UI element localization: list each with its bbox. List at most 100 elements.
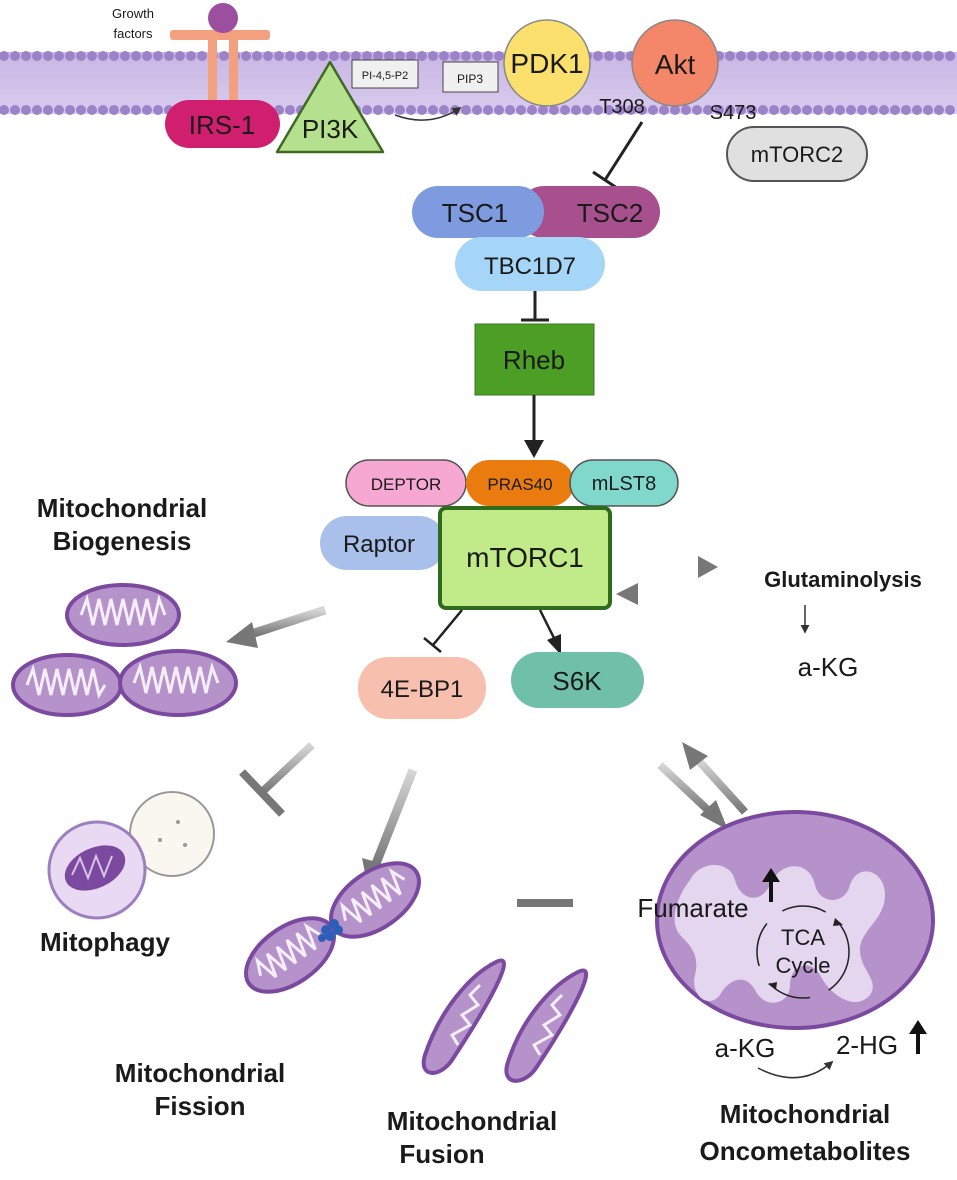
membrane-lipid-head — [747, 105, 757, 115]
membrane-lipid-head — [87, 105, 97, 115]
fumarate-increase-arrow-icon — [762, 868, 780, 902]
tsc2-label: TSC2 — [577, 198, 643, 228]
biogenesis-arrow — [226, 605, 327, 648]
fumarate-label: Fumarate — [637, 893, 748, 923]
membrane-lipid-head — [615, 51, 625, 61]
irs1-node: IRS-1 — [165, 100, 280, 148]
mtorc1-label: mTORC1 — [466, 542, 584, 573]
membrane-lipid-head — [65, 51, 75, 61]
mtorc1-node: mTORC1 — [438, 506, 612, 610]
membrane-lipid-head — [648, 105, 658, 115]
membrane-lipid-head — [241, 51, 251, 61]
membrane-lipid-head — [714, 105, 724, 115]
membrane-lipid-head — [43, 105, 53, 115]
tbc1d7-node: TBC1D7 — [455, 237, 605, 291]
deptor-label: DEPTOR — [371, 475, 442, 494]
membrane-lipid-head — [593, 105, 603, 115]
membrane-lipid-head — [285, 105, 295, 115]
tsc2-node: TSC2 — [518, 186, 660, 238]
akg-top-label: a-KG — [798, 652, 859, 682]
membrane-lipid-head — [835, 51, 845, 61]
membrane-lipid-head — [846, 105, 856, 115]
fission-mitochondria-icon — [244, 861, 421, 994]
membrane-lipid-head — [494, 105, 504, 115]
deptor-node: DEPTOR — [345, 459, 467, 507]
membrane-lipid-head — [362, 105, 372, 115]
membrane-lipid-head — [131, 105, 141, 115]
membrane-lipid-head — [175, 51, 185, 61]
membrane-lipid-head — [131, 51, 141, 61]
pip2-label: PI-4,5-P2 — [362, 70, 408, 82]
membrane-lipid-head — [0, 51, 9, 61]
oncometabolites-mitochondrion-icon — [655, 810, 935, 1030]
rheb-node: Rheb — [474, 323, 595, 396]
membrane-lipid-head — [362, 51, 372, 61]
membrane-lipid-head — [857, 105, 867, 115]
growth-factors-label: Growth — [112, 6, 154, 21]
membrane-lipid-head — [428, 105, 438, 115]
membrane-lipid-head — [912, 51, 922, 61]
fission-label-2: Fission — [154, 1091, 245, 1121]
membrane-lipid-head — [879, 51, 889, 61]
membrane-lipid-head — [32, 51, 42, 61]
s473-label: S473 — [710, 102, 757, 124]
membrane-lipid-head — [802, 51, 812, 61]
membrane-lipid-head — [54, 51, 64, 61]
membrane-lipid-head — [439, 51, 449, 61]
tca-label-2: Cycle — [775, 953, 830, 978]
ebp1-node: 4E-BP1 — [358, 657, 486, 719]
membrane-lipid-head — [857, 51, 867, 61]
membrane-lipid-head — [879, 105, 889, 115]
membrane-lipid-head — [824, 51, 834, 61]
membrane-lipid-head — [758, 51, 768, 61]
membrane-lipid-head — [890, 105, 900, 115]
membrane-lipid-head — [659, 105, 669, 115]
irs1-label: IRS-1 — [189, 110, 255, 140]
membrane-lipid-head — [483, 51, 493, 61]
membrane-lipid-head — [747, 51, 757, 61]
membrane-lipid-head — [142, 105, 152, 115]
membrane-lipid-head — [406, 105, 416, 115]
membrane-lipid-head — [703, 105, 713, 115]
membrane-lipid-head — [505, 105, 515, 115]
membrane-lipid-head — [186, 51, 196, 61]
akt-inhibits-tsc — [592, 121, 644, 190]
membrane-lipid-head — [945, 105, 955, 115]
membrane-lipid-head — [461, 105, 471, 115]
pip2-box: PI-4,5-P2 — [351, 59, 419, 89]
mtorc1-inhibits-4ebp1 — [423, 609, 463, 653]
glutaminolysis-label: Glutaminolysis — [764, 567, 922, 592]
membrane-lipid-head — [351, 51, 361, 61]
biogenesis-label-1: Mitochondrial — [37, 493, 207, 523]
membrane-lipid-head — [472, 105, 482, 115]
pip2-to-pip3-arrow — [394, 107, 462, 121]
membrane-lipid-head — [153, 105, 163, 115]
membrane-lipid-head — [76, 105, 86, 115]
mlst8-label: mLST8 — [592, 473, 656, 495]
membrane-lipid-head — [560, 105, 570, 115]
s6k-label: S6K — [552, 666, 602, 696]
membrane-lipid-head — [197, 51, 207, 61]
membrane-lipid-head — [87, 51, 97, 61]
membrane-lipid-head — [604, 51, 614, 61]
biogenesis-label-2: Biogenesis — [53, 526, 192, 556]
membrane-lipid-head — [549, 105, 559, 115]
2hg-increase-arrow-icon — [909, 1020, 927, 1054]
oncometabolites-label-1: Mitochondrial — [720, 1099, 890, 1129]
membrane-lipid-head — [901, 51, 911, 61]
growth-factor-receptor — [170, 3, 270, 115]
akt-node: Akt — [631, 19, 719, 107]
membrane-lipid-head — [483, 105, 493, 115]
fusion-label-1: Mitochondrial — [387, 1106, 557, 1136]
s6k-node: S6K — [511, 652, 644, 708]
membrane-lipid-head — [681, 105, 691, 115]
raptor-node: Raptor — [320, 516, 446, 570]
membrane-lipid-head — [120, 51, 130, 61]
membrane-lipid-head — [417, 51, 427, 61]
membrane-lipid-head — [263, 51, 273, 61]
membrane-lipid-head — [461, 51, 471, 61]
membrane-lipid-head — [692, 105, 702, 115]
membrane-lipid-head — [384, 105, 394, 115]
membrane-lipid-head — [780, 105, 790, 115]
membrane-lipid-head — [417, 105, 427, 115]
